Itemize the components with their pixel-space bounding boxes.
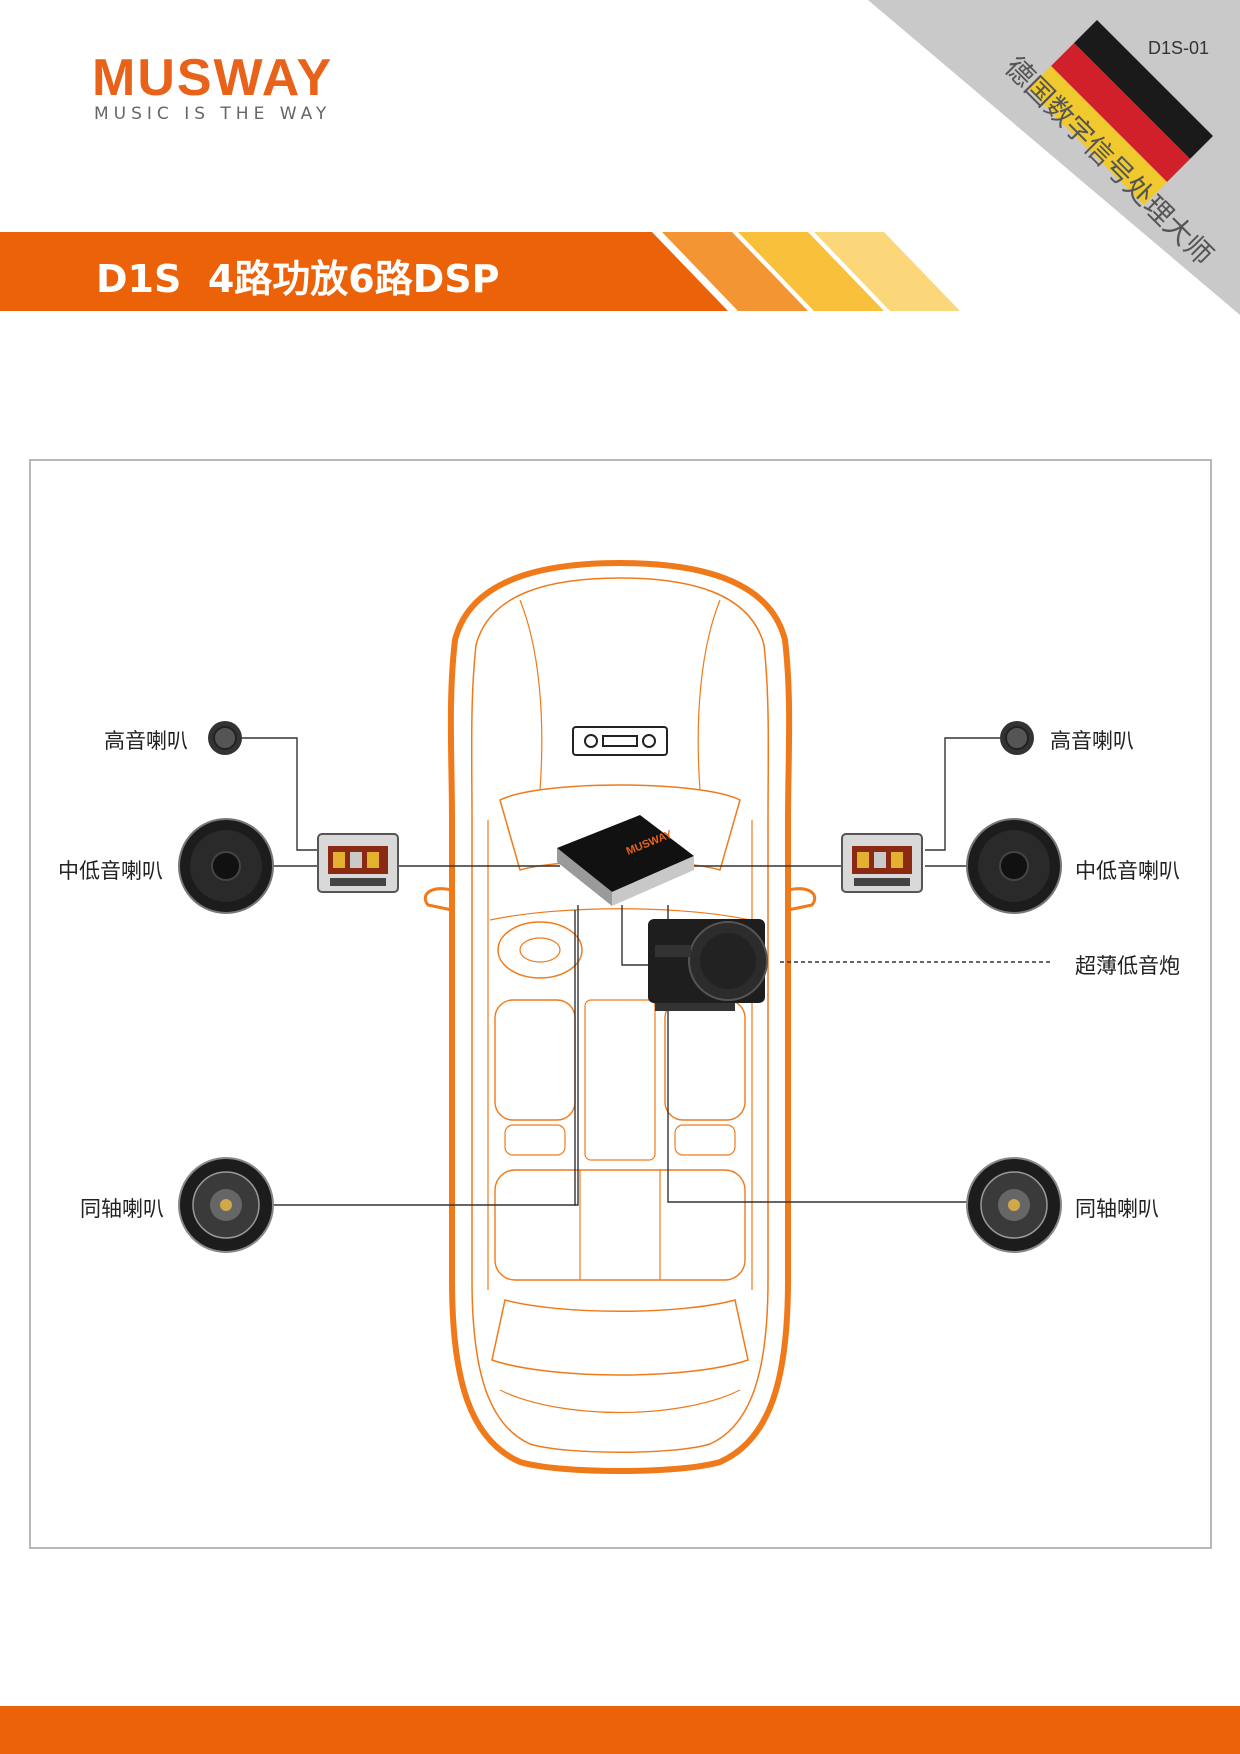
coaxial-left-icon (178, 1157, 274, 1253)
brand-tagline: MUSIC IS THE WAY (94, 104, 332, 124)
stripe-1 (662, 232, 808, 311)
page-title: D1S 4路功放6路DSP (96, 248, 499, 303)
midbass-left-icon (178, 818, 274, 914)
tweeter-left-icon (208, 721, 242, 755)
wiring (240, 737, 1052, 1206)
subwoofer-icon (648, 919, 768, 1011)
germany-flag-icon (1028, 20, 1213, 205)
label-tweeter-left: 高音喇叭 (104, 729, 188, 753)
coaxial-right-icon (966, 1157, 1062, 1253)
crossover-left-icon (317, 833, 399, 893)
doc-code: D1S-01 (1148, 38, 1210, 58)
title-model: D1S (96, 257, 182, 301)
head-unit-icon (572, 726, 668, 756)
tweeter-right-icon (1000, 721, 1034, 755)
stripe-3 (814, 232, 960, 311)
dsp-amplifier-icon: MUSWAY (557, 815, 694, 906)
label-tweeter-right: 高音喇叭 (1050, 729, 1134, 753)
label-subwoofer: 超薄低音炮 (1075, 954, 1180, 978)
label-coaxial-right: 同轴喇叭 (1075, 1197, 1159, 1221)
title-subtitle: 4路功放6路DSP (207, 257, 500, 301)
diagram-frame (29, 459, 1212, 1549)
title-band (0, 232, 728, 311)
car-outline (423, 559, 817, 1474)
footer-bar (0, 1706, 1240, 1754)
label-coaxial-left: 同轴喇叭 (80, 1197, 164, 1221)
header-graphics (0, 0, 1240, 315)
label-midbass-left: 中低音喇叭 (58, 859, 163, 883)
stripe-2 (738, 232, 884, 311)
brand-logo: MUSWAY (92, 49, 334, 107)
midbass-right-icon (966, 818, 1062, 914)
crossover-right-icon (841, 833, 923, 893)
label-midbass-right: 中低音喇叭 (1075, 859, 1180, 883)
